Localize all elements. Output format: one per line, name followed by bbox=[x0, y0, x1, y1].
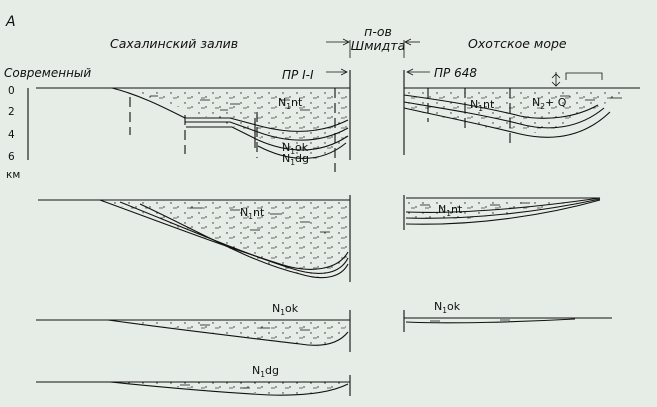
label-nt-row2-left: N1nt bbox=[240, 206, 265, 221]
depth-tick-4: 4 bbox=[8, 129, 15, 141]
depth-tick-6: 6 bbox=[8, 151, 15, 163]
profile-label-left: ПР I-I bbox=[282, 68, 314, 82]
profile-arrows bbox=[326, 68, 430, 76]
label-dg-row4-left: N1dg bbox=[252, 364, 279, 379]
header-middle-line1: п-ов bbox=[364, 24, 392, 39]
row4-left-basin bbox=[36, 375, 351, 396]
row3-left-basin bbox=[36, 310, 351, 352]
top-left-basin bbox=[36, 70, 351, 172]
label-ok-row3-left: N1ok bbox=[272, 302, 299, 317]
top-right-basin bbox=[403, 70, 640, 155]
label-nt-top-left: N1nt bbox=[278, 96, 303, 111]
depth-tick-2: 2 bbox=[8, 106, 15, 118]
profile-label-right: ПР 648 bbox=[434, 66, 477, 80]
header-middle-line2: Шмидта bbox=[351, 38, 406, 53]
label-ok-row3-right: N1ok bbox=[434, 300, 461, 315]
peninsula-bracket bbox=[326, 38, 420, 58]
label-nt-row2-right: N1nt bbox=[438, 203, 463, 218]
era-label: Современный bbox=[4, 66, 91, 80]
label-nq-top-right: N2+ Q bbox=[532, 96, 567, 111]
label-dg-top-left: N1dg bbox=[282, 152, 309, 167]
row2-right-basin bbox=[403, 195, 601, 230]
header-right: Охотское море bbox=[468, 36, 567, 51]
label-nt-top-right: N1nt bbox=[470, 98, 495, 113]
figure-letter: А bbox=[5, 14, 16, 30]
label-ok-top-left: N1ok bbox=[282, 141, 309, 156]
depth-axis: 0 2 4 6 км bbox=[6, 85, 29, 181]
header-left: Сахалинский залив bbox=[110, 36, 238, 51]
depth-tick-0: 0 bbox=[8, 85, 15, 97]
depth-unit: км bbox=[6, 169, 20, 181]
row3-right-basin bbox=[403, 310, 612, 332]
row2-left-basin bbox=[38, 195, 351, 282]
